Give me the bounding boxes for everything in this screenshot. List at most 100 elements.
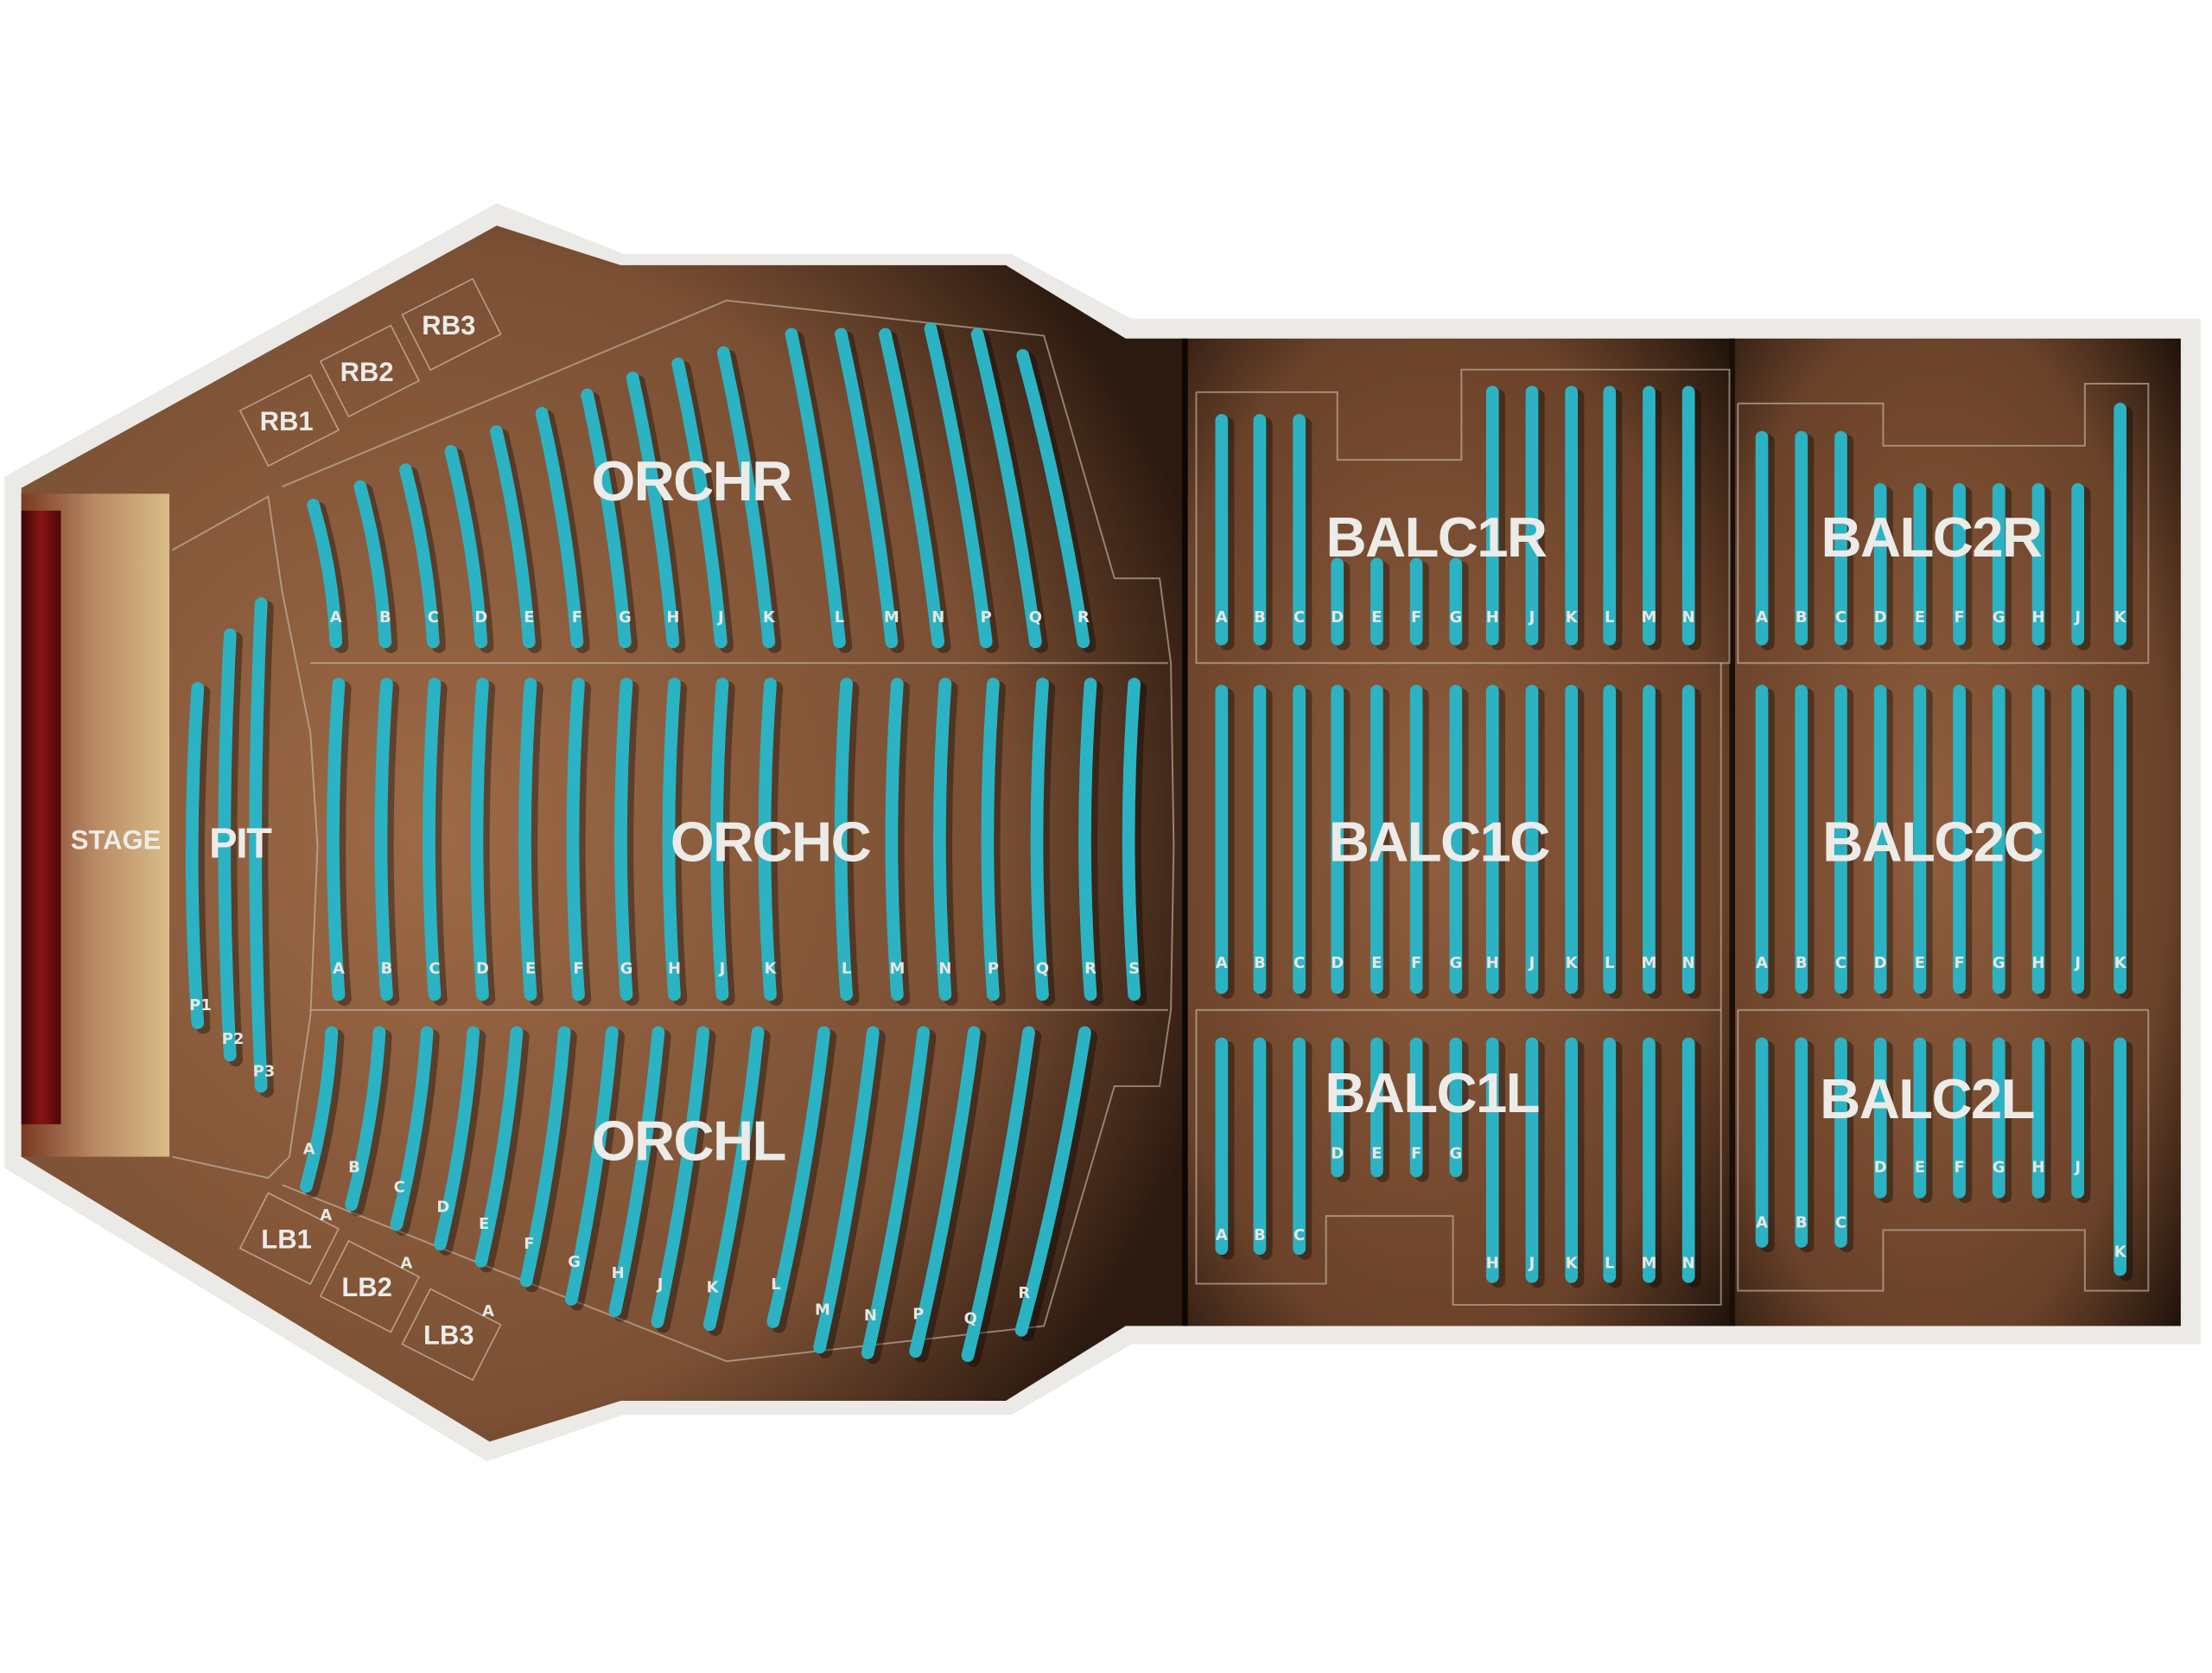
seat-row[interactable]: H: [1486, 684, 1505, 999]
row-seats[interactable]: [662, 677, 681, 1002]
seat-row[interactable]: M: [813, 1026, 887, 1358]
row-seats[interactable]: [564, 1026, 619, 1306]
seat-row[interactable]: J: [1525, 684, 1545, 999]
seat-row[interactable]: H: [662, 677, 688, 1006]
seat-row[interactable]: H: [1486, 1037, 1505, 1288]
seat-row[interactable]: C: [1834, 1037, 1854, 1253]
row-seats[interactable]: [835, 328, 899, 649]
seat-row[interactable]: P1: [185, 682, 212, 1034]
seat-row[interactable]: A: [1215, 1037, 1235, 1260]
row-seats[interactable]: [307, 499, 343, 649]
seat-row[interactable]: E: [1913, 684, 1933, 999]
seat-row[interactable]: M: [835, 328, 905, 653]
seat-row[interactable]: K: [1565, 1037, 1585, 1288]
row-seats[interactable]: [566, 677, 585, 1002]
seat-row[interactable]: J: [2071, 1037, 2091, 1204]
seat-row[interactable]: P: [924, 321, 999, 653]
seat-row[interactable]: Q: [1030, 677, 1056, 1006]
seat-row[interactable]: Q: [970, 328, 1049, 653]
row-seats[interactable]: [1014, 1026, 1091, 1337]
row-seats[interactable]: [423, 677, 442, 1002]
seat-row[interactable]: F: [519, 1026, 577, 1293]
seat-row[interactable]: J: [2071, 684, 2091, 999]
seat-row[interactable]: R: [1016, 349, 1096, 653]
row-seats[interactable]: [608, 1026, 665, 1317]
row-seats[interactable]: [924, 321, 993, 649]
row-seats[interactable]: [390, 1026, 434, 1231]
seat-row[interactable]: G: [581, 388, 639, 653]
seat-row[interactable]: C: [423, 677, 448, 1006]
row-seats[interactable]: [300, 1026, 339, 1193]
seat-row[interactable]: L: [1603, 1037, 1623, 1288]
seat-row[interactable]: H: [626, 372, 686, 653]
seat-row[interactable]: F: [1409, 684, 1429, 999]
seat-row[interactable]: H: [608, 1026, 671, 1322]
seat-row[interactable]: K: [1565, 385, 1585, 651]
seat-row[interactable]: L: [834, 677, 860, 1006]
seat-row[interactable]: R: [1078, 677, 1103, 1006]
seat-row[interactable]: C: [390, 1026, 440, 1236]
seat-row[interactable]: L: [1603, 684, 1623, 999]
seat-row[interactable]: P3: [249, 597, 276, 1097]
seat-row[interactable]: N: [861, 1026, 937, 1364]
row-seats[interactable]: [766, 1026, 830, 1328]
row-seats[interactable]: [353, 480, 392, 649]
row-seats[interactable]: [1030, 677, 1049, 1002]
row-seats[interactable]: [813, 1026, 880, 1354]
row-seats[interactable]: [581, 388, 632, 649]
seat-row[interactable]: E: [518, 677, 543, 1006]
seat-row[interactable]: M: [1642, 385, 1662, 651]
row-seats[interactable]: [1078, 677, 1097, 1002]
seat-row[interactable]: G: [1449, 1037, 1469, 1182]
seat-row[interactable]: J: [671, 357, 734, 653]
seat-row[interactable]: B: [1795, 1037, 1815, 1253]
seat-row[interactable]: D: [1331, 684, 1351, 999]
seat-row[interactable]: B: [1795, 684, 1815, 999]
seat-row[interactable]: G: [1993, 684, 2012, 999]
seat-row[interactable]: E: [1370, 557, 1390, 651]
seat-row[interactable]: C: [1834, 684, 1854, 999]
row-seats[interactable]: [470, 677, 489, 1002]
row-seats[interactable]: [1016, 349, 1090, 649]
seat-row[interactable]: K: [702, 1026, 771, 1336]
seat-row[interactable]: B: [1253, 1037, 1273, 1260]
seat-row[interactable]: L: [1603, 385, 1623, 651]
seat-row[interactable]: D: [1331, 557, 1351, 651]
row-seats[interactable]: [933, 677, 952, 1002]
row-seats[interactable]: [519, 1026, 571, 1288]
seat-row[interactable]: C: [1293, 414, 1313, 651]
seat-row[interactable]: E: [474, 1026, 530, 1273]
row-seats[interactable]: [879, 328, 945, 649]
row-seats[interactable]: [909, 1026, 981, 1358]
seat-row[interactable]: N: [879, 328, 951, 653]
seat-row[interactable]: E: [1913, 483, 1933, 651]
row-seats[interactable]: [885, 677, 904, 1002]
seat-row[interactable]: B: [1253, 414, 1273, 651]
seat-row[interactable]: F: [1953, 684, 1973, 999]
seat-row[interactable]: C: [1293, 684, 1313, 999]
seat-row[interactable]: M: [885, 677, 911, 1006]
row-seats[interactable]: [626, 372, 680, 649]
seat-row[interactable]: H: [2031, 483, 2051, 651]
seat-row[interactable]: P: [909, 1026, 987, 1363]
seat-row[interactable]: F: [1953, 483, 1973, 651]
seat-row[interactable]: F: [535, 406, 590, 653]
seat-row[interactable]: D: [1874, 1037, 1893, 1204]
row-seats[interactable]: [444, 445, 488, 649]
seat-row[interactable]: H: [2031, 1037, 2051, 1204]
row-seats[interactable]: [218, 628, 237, 1062]
seat-row[interactable]: K: [1565, 684, 1585, 999]
seat-row[interactable]: D: [1874, 483, 1893, 651]
row-seats[interactable]: [535, 406, 584, 649]
seat-row[interactable]: B: [1795, 430, 1815, 651]
seat-row[interactable]: K: [2113, 403, 2133, 651]
seat-row[interactable]: A: [327, 677, 352, 1006]
seat-row[interactable]: G: [1993, 483, 2012, 651]
seat-row[interactable]: A: [1755, 430, 1775, 651]
row-seats[interactable]: [702, 1026, 765, 1332]
seat-row[interactable]: K: [716, 346, 782, 653]
seat-row[interactable]: E: [1370, 684, 1390, 999]
seat-row[interactable]: A: [300, 1026, 345, 1198]
box-rb3[interactable]: RB3: [401, 277, 502, 372]
